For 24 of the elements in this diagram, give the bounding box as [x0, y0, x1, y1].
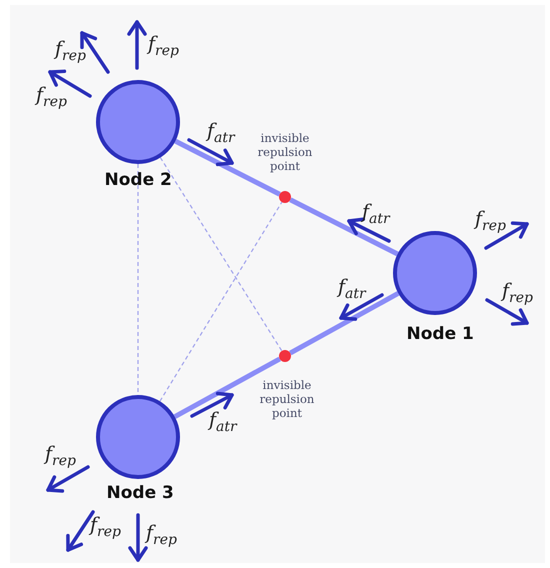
- node-label: Node 1: [406, 324, 474, 344]
- connector-line: [289, 197, 399, 256]
- connector-line: [174, 356, 281, 419]
- force-label: f$_{rep}$: [502, 280, 533, 306]
- connector-line: [289, 291, 400, 356]
- dashed-line: [159, 202, 282, 402]
- force-label: f$_{rep}$: [36, 84, 67, 110]
- dashed-line: [137, 164, 139, 395]
- node-label: Node 3: [106, 483, 174, 503]
- force-label: f$_{rep}$: [475, 208, 506, 234]
- force-label: f$_{rep}$: [55, 38, 86, 64]
- dashed-line: [160, 157, 282, 352]
- force-label: f$_{atr}$: [362, 201, 390, 227]
- force-label: f$_{atr}$: [338, 276, 366, 302]
- force-label: f$_{rep}$: [146, 522, 177, 548]
- force-label: f$_{rep}$: [90, 514, 121, 540]
- force-label: f$_{rep}$: [45, 443, 76, 469]
- force-label: f$_{rep}$: [148, 33, 179, 59]
- point-caption: invisible repulsion point: [258, 378, 316, 420]
- force-label: f$_{atr}$: [207, 120, 235, 146]
- node-label: Node 2: [104, 170, 172, 190]
- connector-line: [174, 138, 281, 196]
- point-caption: invisible repulsion point: [256, 131, 314, 173]
- force-label: f$_{atr}$: [209, 409, 237, 435]
